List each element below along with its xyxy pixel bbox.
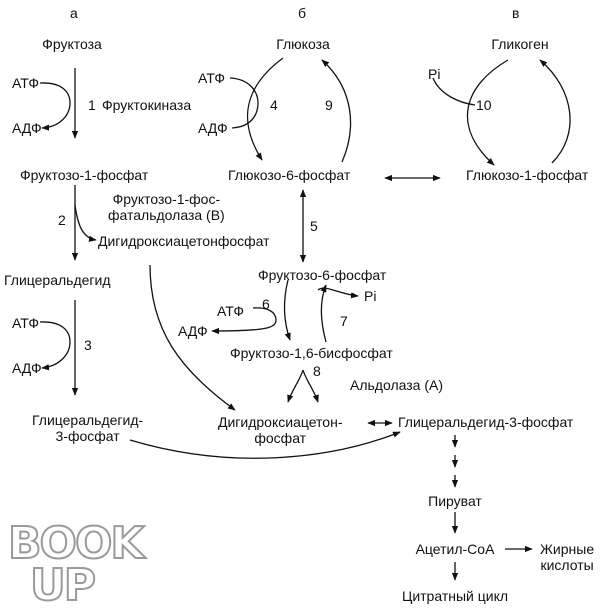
arrow-g1p-glycogen	[539, 59, 571, 164]
arrow-g6p-glucose	[321, 59, 352, 163]
label-adp-6: АДФ	[178, 323, 208, 339]
watermark-logo: BOOK UP	[7, 517, 145, 611]
label-glyceraldehyde: Глицеральдегид	[4, 272, 111, 288]
label-pi-7: Pi	[364, 288, 377, 304]
arrow-atp-adp-4	[229, 77, 259, 129]
arrow-glycogen-g1p	[467, 59, 509, 166]
label-acetyl-coa: Ацетил-СоА	[415, 541, 495, 557]
watermark-line-2: UP	[29, 559, 97, 611]
arrow-glucose-g6p	[246, 57, 284, 161]
label-dhap-2: Дигидроксиацетон- фосфат	[218, 414, 343, 446]
step-3: 3	[84, 337, 92, 353]
label-atp-4: АТФ	[198, 70, 225, 86]
step-4: 4	[270, 97, 278, 113]
arrow-g3p-gap	[129, 431, 401, 459]
arrow-atp-adp-6	[211, 307, 277, 335]
arrow-pi-7	[317, 287, 359, 299]
label-glucose-6-phosphate: Глюкозо-6-фосфат	[228, 167, 351, 183]
label-gap: Глицеральдегид-3-фосфат	[398, 414, 574, 430]
arrow-f16bp-f6p	[320, 284, 327, 343]
step-1: 1	[88, 97, 96, 113]
label-citrate-cycle: Цитратный цикл	[401, 588, 509, 604]
arrow-aldolase-right	[302, 369, 319, 403]
label-adp-4: АДФ	[198, 120, 228, 136]
label-fructose-1-6-bisphosphate: Фруктозо-1,6-бисфосфат	[230, 345, 393, 361]
step-5: 5	[310, 218, 318, 234]
arrow-aldolase-left	[287, 369, 304, 403]
arrow-f1p-dhap	[74, 204, 97, 242]
label-pi-10: Pi	[428, 66, 441, 82]
column-label-b: б	[298, 5, 307, 21]
column-label-c: в	[512, 5, 520, 21]
arrow-dhap-dhap2	[149, 264, 236, 411]
step-2: 2	[58, 212, 66, 228]
label-fatty-acids: Жирные кислоты	[540, 541, 595, 573]
label-fructose-1-phosphate: Фруктозо-1-фосфат	[20, 167, 149, 183]
enzyme-aldolase-a: Альдолаза (А)	[350, 377, 444, 393]
column-label-a: а	[70, 5, 78, 21]
label-adp-3: АДФ	[12, 360, 42, 376]
label-g3p: Глицеральдегид- 3-фосфат	[32, 412, 144, 444]
enzyme-f1p-aldolase: Фруктозо-1-фос- фатальдолаза (В)	[108, 191, 225, 223]
step-6: 6	[262, 296, 270, 312]
label-adp-1: АДФ	[12, 120, 42, 136]
enzyme-fructokinase: Фруктокиназа	[102, 97, 192, 113]
step-10: 10	[476, 97, 492, 113]
arrow-atp-adp-3	[39, 321, 71, 371]
label-dhap: Дигидроксиацетонфосфат	[98, 233, 270, 249]
label-atp-1: АТФ	[12, 75, 39, 91]
label-fructose-6-phosphate: Фруктозо-6-фосфат	[258, 267, 387, 283]
step-7: 7	[340, 313, 348, 329]
label-atp-6: АТФ	[217, 303, 244, 319]
label-glycogen: Гликоген	[491, 36, 549, 52]
label-pyruvate: Пируват	[428, 493, 482, 509]
watermark-line-1: BOOK	[7, 517, 145, 570]
label-fructose: Фруктоза	[42, 36, 102, 52]
label-glucose-1-phosphate: Глюкозо-1-фосфат	[466, 167, 589, 183]
arrow-atp-adp-1	[39, 82, 71, 131]
label-atp-3: АТФ	[12, 315, 39, 331]
step-8: 8	[313, 363, 321, 379]
step-9: 9	[325, 97, 333, 113]
label-glucose: Глюкоза	[276, 36, 330, 52]
arrow-pi-10	[432, 77, 476, 106]
arrow-f6p-f16bp	[283, 279, 291, 341]
